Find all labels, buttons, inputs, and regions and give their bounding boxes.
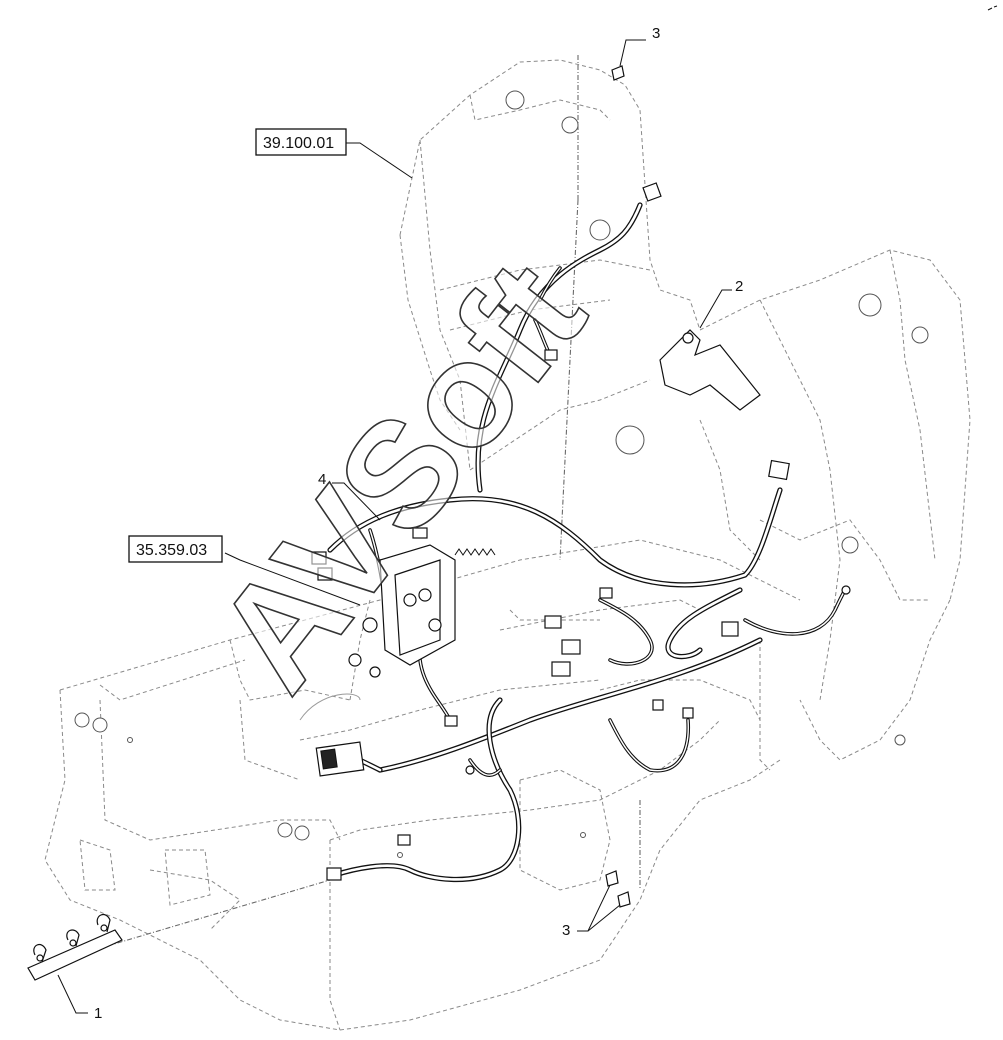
bolt-part-3-top xyxy=(611,65,625,81)
main-plug xyxy=(315,741,365,777)
bolt-part-3-bottom xyxy=(605,870,631,908)
corner-mark xyxy=(987,5,998,11)
callout-3-top: 3 xyxy=(652,25,660,42)
chassis-frame xyxy=(44,59,971,1031)
leader-lines xyxy=(57,39,732,1014)
ref-valve-label: 35.359.03 xyxy=(136,542,207,559)
ref-frame-label: 39.100.01 xyxy=(263,135,334,152)
callout-1: 1 xyxy=(94,1005,102,1022)
callout-4: 4 xyxy=(318,471,326,488)
harness-connectors xyxy=(311,182,851,881)
construction-lines xyxy=(59,55,641,961)
valve-block xyxy=(299,544,496,721)
bracket-part-1 xyxy=(27,913,123,981)
callout-2: 2 xyxy=(735,278,743,295)
bracket-part-2 xyxy=(659,329,761,411)
wire-harness xyxy=(327,202,848,882)
ref-box-frame[interactable]: 39.100.01 xyxy=(255,128,347,156)
callout-3-bottom: 3 xyxy=(562,922,570,939)
ref-box-valve[interactable]: 35.359.03 xyxy=(128,535,223,563)
